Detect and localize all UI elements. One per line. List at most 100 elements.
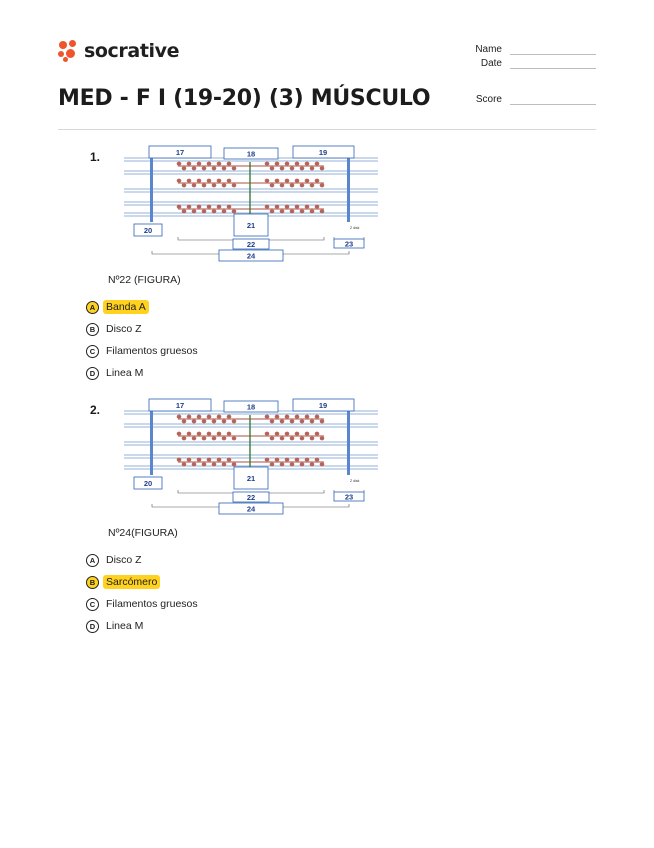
myosin-head (202, 166, 207, 170)
myosin-head (227, 432, 232, 436)
option-letter-bubble[interactable]: C (86, 598, 99, 611)
myosin-head (270, 462, 275, 466)
myosin-head (275, 162, 280, 166)
z-disk-caption: Z disk (350, 226, 360, 230)
myosin-head (202, 209, 207, 213)
option-c[interactable]: C Filamentos gruesos (86, 593, 201, 615)
option-b[interactable]: B Sarcómero (86, 571, 201, 593)
name-label: Name (475, 44, 502, 55)
myosin-head (295, 432, 300, 436)
label-19-text: 19 (319, 401, 327, 410)
option-letter-bubble[interactable]: B (86, 576, 99, 589)
myosin-head (320, 166, 325, 170)
option-letter-bubble[interactable]: B (86, 323, 99, 336)
z-disk-left (150, 407, 153, 475)
myosin-head (217, 432, 222, 436)
option-label: Banda A (103, 300, 149, 314)
myosin-head (177, 432, 182, 436)
myosin-head (290, 166, 295, 170)
myosin-head (290, 462, 295, 466)
option-letter-bubble[interactable]: C (86, 345, 99, 358)
label-17: 17 (149, 399, 211, 411)
myosin-head (227, 415, 232, 419)
myosin-head (222, 183, 227, 187)
label-23: 23 (334, 239, 364, 249)
option-letter-bubble[interactable]: D (86, 620, 99, 633)
label-19-text: 19 (319, 148, 327, 157)
option-letter-bubble[interactable]: D (86, 367, 99, 380)
myosin-head (315, 415, 320, 419)
question-text: Nº22 (FIGURA) (108, 274, 181, 286)
myosin-head (275, 415, 280, 419)
label-18-text: 18 (247, 403, 255, 412)
option-label: Sarcómero (103, 575, 160, 589)
myosin-head (275, 205, 280, 209)
myosin-head (197, 458, 202, 462)
myosin-head (187, 458, 192, 462)
myosin-head (222, 436, 227, 440)
z-disk-left (150, 154, 153, 222)
question-text: Nº24(FIGURA) (108, 527, 178, 539)
date-field[interactable] (510, 59, 596, 69)
question-number: 1. (90, 150, 100, 164)
myosin-head (187, 162, 192, 166)
option-d[interactable]: D Linea M (86, 362, 201, 384)
myosin-head (222, 462, 227, 466)
z-disk-caption: Z disk (350, 479, 360, 483)
myosin-head (300, 166, 305, 170)
myosin-head (197, 205, 202, 209)
myosin-head (315, 162, 320, 166)
option-letter-bubble[interactable]: A (86, 301, 99, 314)
myosin-head (270, 209, 275, 213)
myosin-head (192, 462, 197, 466)
myosin-head (182, 419, 187, 423)
myosin-head (187, 432, 192, 436)
label-18: 18 (224, 148, 278, 159)
label-21: 21 (234, 467, 268, 489)
header-divider (58, 129, 596, 130)
label-21-text: 21 (247, 221, 255, 230)
label-18-text: 18 (247, 150, 255, 159)
option-letter-bubble[interactable]: A (86, 554, 99, 567)
myosin-head (310, 166, 315, 170)
option-c[interactable]: C Filamentos gruesos (86, 340, 201, 362)
myosin-head (300, 183, 305, 187)
myosin-head (265, 162, 270, 166)
myosin-head (187, 415, 192, 419)
myosin-head (217, 458, 222, 462)
myosin-head (310, 436, 315, 440)
myosin-head (265, 205, 270, 209)
myosin-head (182, 183, 187, 187)
myosin-head (197, 162, 202, 166)
myosin-head (192, 183, 197, 187)
option-a[interactable]: A Banda A (86, 296, 201, 318)
label-18: 18 (224, 401, 278, 412)
name-field[interactable] (510, 45, 596, 55)
label-24: 24 (219, 503, 283, 514)
sarcomere-figure: 17 18 19 20 21 Z disk 22 2 (120, 397, 382, 519)
myosin-head (285, 415, 290, 419)
option-a[interactable]: A Disco Z (86, 549, 201, 571)
myosin-head (295, 415, 300, 419)
myosin-head (265, 415, 270, 419)
myosin-head (187, 205, 192, 209)
z-disk-right (347, 154, 350, 222)
myosin-head (227, 458, 232, 462)
option-b[interactable]: B Disco Z (86, 318, 201, 340)
myosin-head (270, 419, 275, 423)
label-22-text: 22 (247, 240, 255, 249)
myosin-head (305, 458, 310, 462)
myosin-head (232, 419, 237, 423)
option-d[interactable]: D Linea M (86, 615, 201, 637)
myosin-head (275, 432, 280, 436)
myosin-head (285, 162, 290, 166)
myosin-head (222, 419, 227, 423)
myosin-head (177, 415, 182, 419)
label-22: 22 (233, 492, 269, 502)
socrative-logo-icon (58, 40, 78, 62)
myosin-head (232, 183, 237, 187)
score-field[interactable] (510, 95, 596, 105)
myosin-head (265, 432, 270, 436)
page-title: MED - F I (19-20) (3) MÚSCULO (58, 86, 430, 111)
myosin-head (227, 205, 232, 209)
